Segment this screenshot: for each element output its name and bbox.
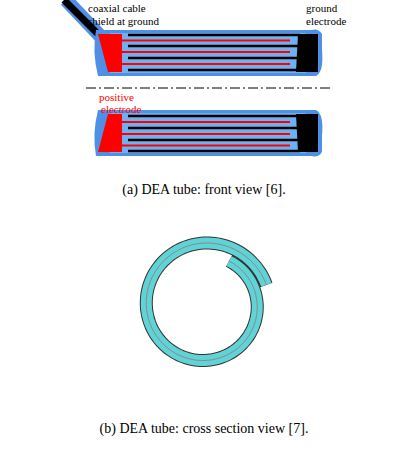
positive-layers — [118, 41, 290, 65]
callout-label: coaxial cable — [88, 2, 146, 14]
lower-tube-wall — [94, 110, 322, 157]
callout-label: electrode — [101, 103, 141, 115]
upper-tube-wall — [94, 30, 322, 77]
subfigure-caption: (b) DEA tube: cross section view [7]. — [100, 421, 309, 436]
callout-label: shield at ground — [88, 15, 159, 27]
spiral-layer — [146, 243, 266, 361]
subfigure-caption: (a) DEA tube: front view [6]. — [122, 182, 285, 197]
callout-label: ground — [306, 2, 337, 14]
callout-label: electrode — [306, 15, 346, 27]
callout-label: positive — [99, 91, 134, 103]
encapsulation — [94, 30, 322, 77]
axis-line — [86, 88, 330, 89]
dielectric — [110, 33, 306, 73]
spiral-layer — [146, 243, 266, 361]
spiral-layer — [146, 243, 266, 361]
spiral-cross-section — [146, 243, 266, 361]
ground-contact — [296, 34, 318, 72]
